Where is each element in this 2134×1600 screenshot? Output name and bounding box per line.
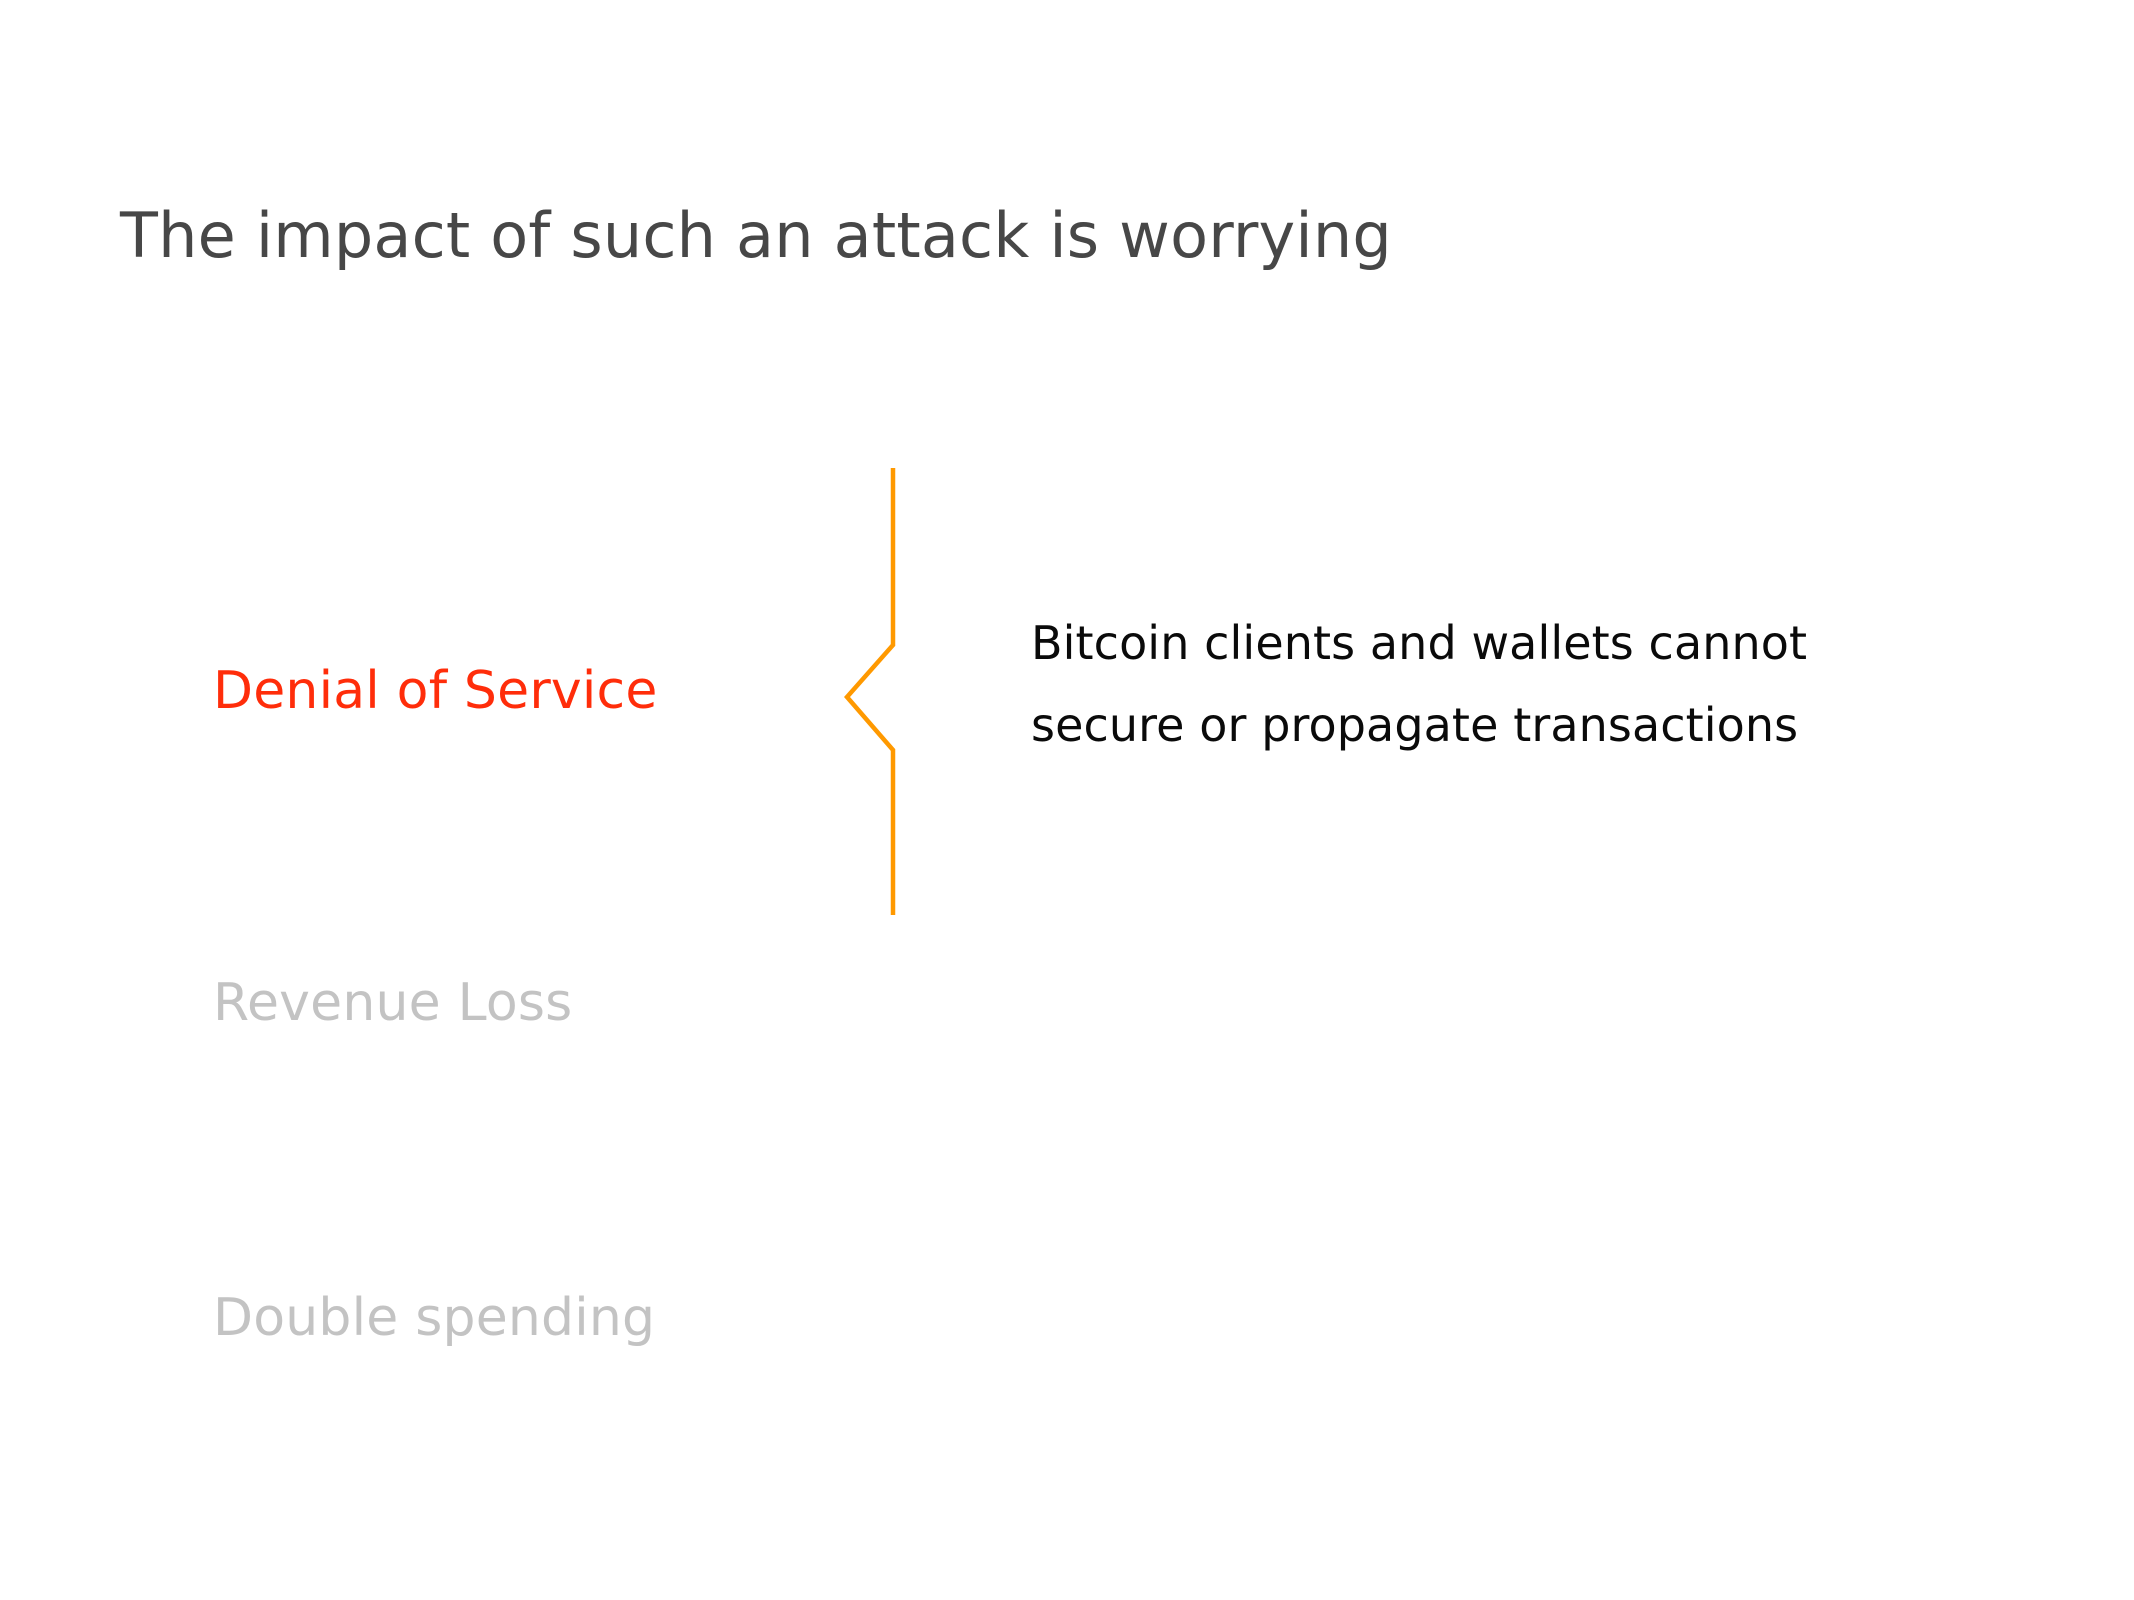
page-title: The impact of such an attack is worrying [120,199,1392,272]
description-line-1: Bitcoin clients and wallets cannot [1031,616,1808,670]
description-line-2: secure or propagate transactions [1031,698,1799,752]
impact-item-revenue-loss[interactable]: Revenue Loss [213,973,573,1033]
description-block: Bitcoin clients and wallets cannot secur… [1031,620,1851,748]
impact-item-double-spending[interactable]: Double spending [213,1288,656,1348]
brace-bracket-icon [830,450,920,940]
brace-bracket-shape [844,468,896,915]
impact-item-denial-of-service[interactable]: Denial of Service [213,661,658,721]
